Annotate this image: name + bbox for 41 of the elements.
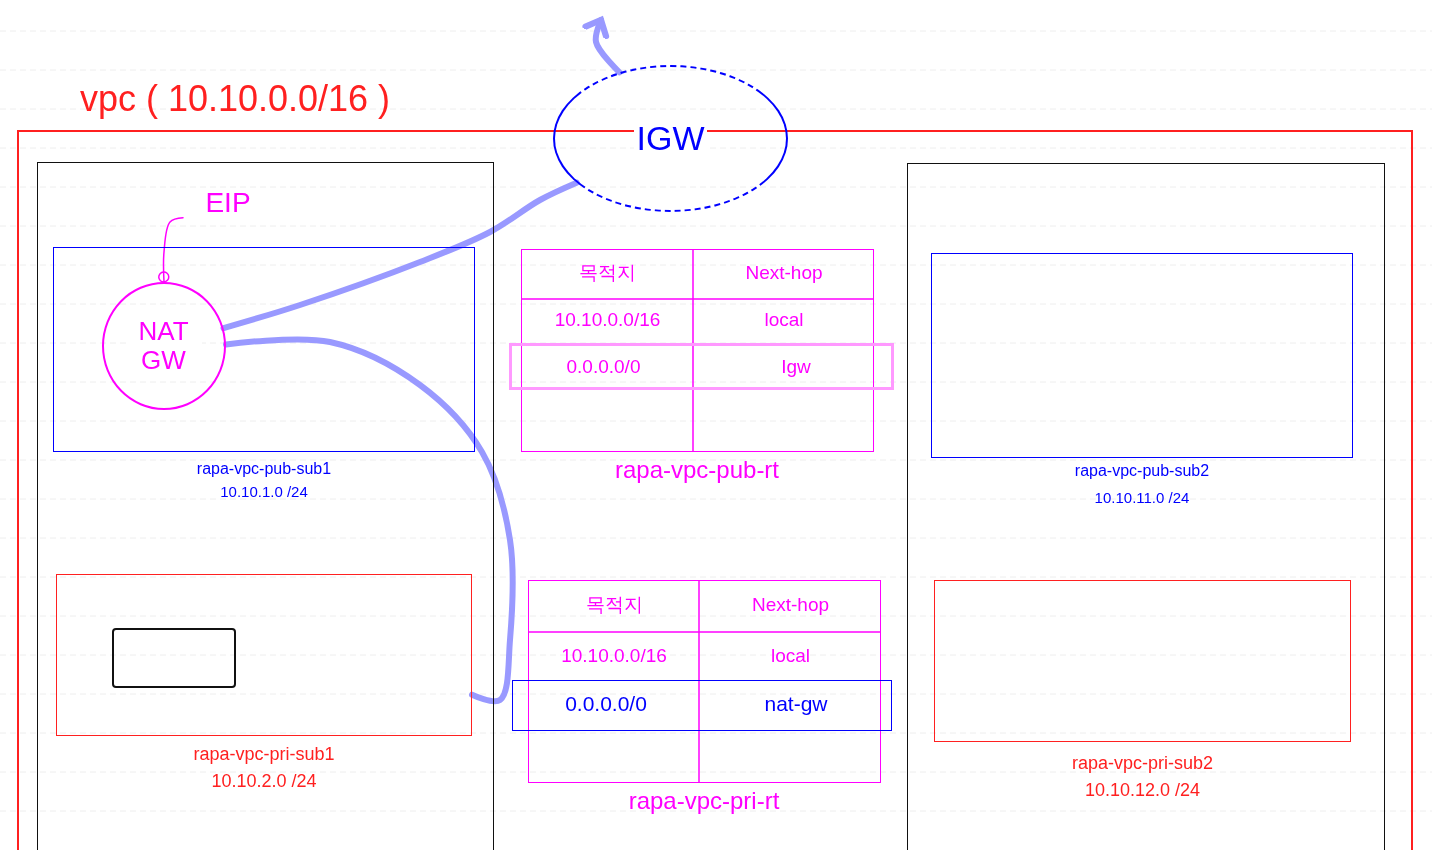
subnet-box <box>934 580 1351 742</box>
nat-gateway-circle <box>101 281 226 410</box>
route-table-name: rapa-vpc-pub-rt <box>613 455 781 484</box>
table-cell-text: local <box>763 310 805 331</box>
table-cell-text: 10.10.0.0/16 <box>560 645 668 667</box>
route-table <box>520 248 874 452</box>
availability-zone-box <box>36 161 494 850</box>
availability-zone-box <box>906 162 1385 850</box>
connector-line <box>223 336 516 705</box>
subnet-box <box>56 574 472 736</box>
route-table <box>527 579 881 783</box>
subnet-cidr: 10.10.12.0 /24 <box>1083 780 1202 801</box>
table-cell-text: 0.0.0.0/0 <box>565 356 642 378</box>
subnet-cidr: 10.10.1.0 /24 <box>219 483 309 500</box>
subnet-box <box>931 253 1353 458</box>
subnet-box <box>53 247 475 452</box>
subnet-name: rapa-vpc-pub-sub2 <box>1073 462 1211 480</box>
vpc-label: vpc ( 10.10.0.0/16 ) <box>78 78 392 120</box>
table-cell-text: 0.0.0.0/0 <box>564 692 648 716</box>
route-table-name: rapa-vpc-pri-rt <box>627 786 781 815</box>
subnet-cidr: 10.10.2.0 /24 <box>210 771 318 792</box>
table-cell-text: nat-gw <box>763 692 829 716</box>
instance-box <box>111 627 236 688</box>
leader-line <box>158 217 184 283</box>
column-header: Next-hop <box>744 263 824 284</box>
arrow <box>582 16 623 76</box>
table-cell-text: Igw <box>780 356 812 378</box>
route-row-highlight <box>508 342 894 390</box>
eip-label: EIP <box>183 185 273 221</box>
route-row-highlight <box>511 679 892 731</box>
subnet-name: rapa-vpc-pri-sub1 <box>192 744 336 765</box>
igw-circle <box>553 65 788 212</box>
subnet-name: rapa-vpc-pub-sub1 <box>195 460 333 478</box>
table-cell-text: local <box>769 645 812 667</box>
column-header: 목적지 <box>578 263 637 284</box>
table-cell-text: 10.10.0.0/16 <box>553 310 662 331</box>
connector-line <box>220 179 580 332</box>
subnet-name: rapa-vpc-pri-sub2 <box>1070 753 1215 774</box>
column-header: Next-hop <box>750 595 831 616</box>
subnet-cidr: 10.10.11.0 /24 <box>1093 489 1191 506</box>
column-header: 목적지 <box>584 595 644 616</box>
